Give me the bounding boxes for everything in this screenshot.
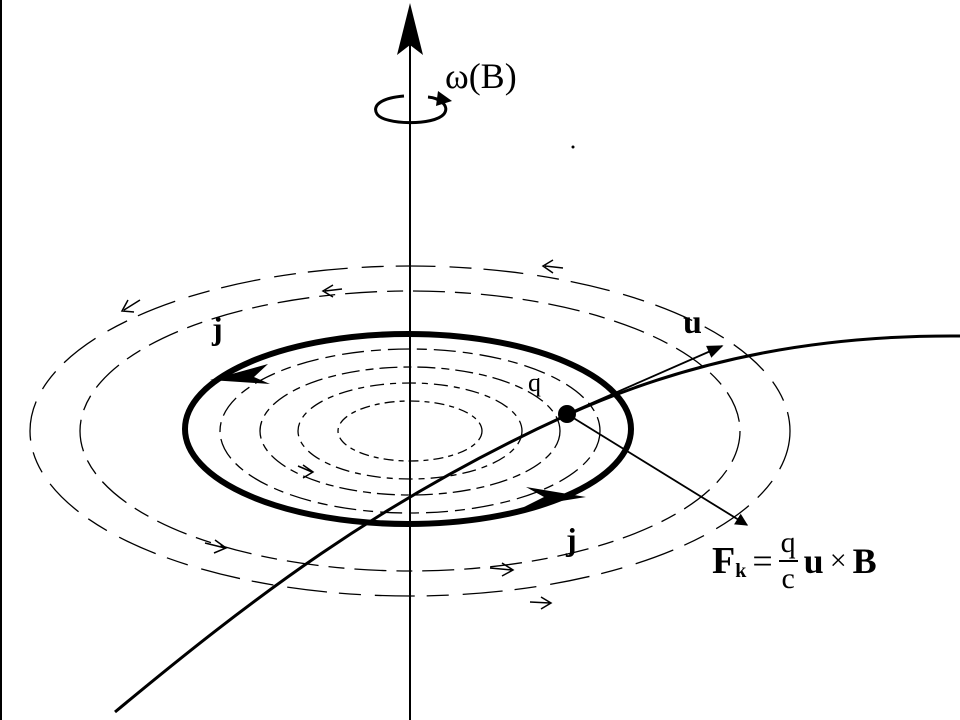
current-label-bottom: j xyxy=(566,521,577,557)
lorentz-force-formula: F k = q c u × B xyxy=(712,526,877,596)
field-ellipse-3 xyxy=(219,348,601,514)
formula-velocity-symbol: u xyxy=(803,541,824,581)
field-arrow xyxy=(204,539,228,554)
current-loop xyxy=(182,331,634,527)
field-arrow xyxy=(541,259,564,274)
omega-label: ω(B) xyxy=(445,56,517,96)
field-direction-arrows xyxy=(120,259,564,610)
formula-numerator: q xyxy=(778,526,798,562)
vortex-field-lines xyxy=(29,265,791,597)
particle-trajectory xyxy=(114,334,960,714)
current-arrow-bottom-icon xyxy=(524,487,586,507)
rotation-curl-arrowhead xyxy=(436,91,452,106)
formula-force-symbol: F xyxy=(712,540,736,582)
field-ellipse-4 xyxy=(259,366,561,496)
field-ellipse-5 xyxy=(297,382,523,480)
formula-field-symbol: B xyxy=(852,541,877,581)
speck xyxy=(571,145,575,149)
formula-cross-product: × xyxy=(829,544,847,577)
velocity-vector xyxy=(566,345,724,415)
field-arrow xyxy=(120,299,141,313)
charge-label: q xyxy=(528,368,541,397)
rotation-axis-arrowhead xyxy=(397,3,423,55)
field-arrow xyxy=(297,464,315,479)
velocity-label: u xyxy=(683,304,702,341)
formula-equals: = xyxy=(752,541,773,581)
field-arrow xyxy=(489,562,515,577)
field-arrow xyxy=(529,596,553,610)
force-vector xyxy=(566,413,749,526)
field-arrow xyxy=(321,284,343,298)
current-loop-arrows xyxy=(210,364,586,507)
field-ellipse-6 xyxy=(337,400,483,462)
current-arrow-top-icon xyxy=(210,364,270,384)
formula-denominator: c xyxy=(781,562,795,595)
field-ellipse-2 xyxy=(79,290,741,572)
current-label-top: j xyxy=(212,310,223,346)
field-ellipse-1 xyxy=(29,265,791,597)
formula-force-subscript: k xyxy=(735,559,747,582)
formula-fraction: q c xyxy=(778,526,798,596)
